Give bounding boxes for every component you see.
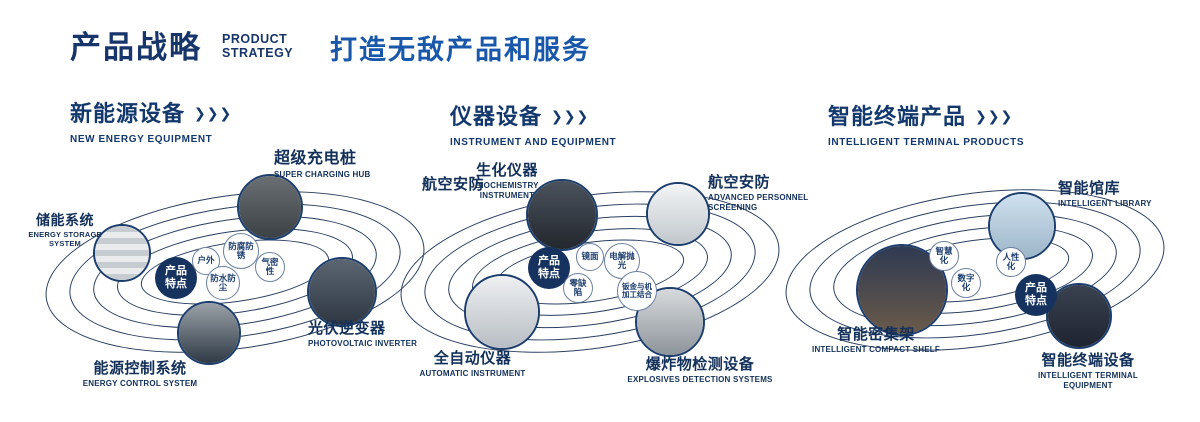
product-name: 能源控制系统 — [93, 360, 187, 377]
triple-chevron-icon: ❯❯❯ — [975, 107, 1014, 124]
page-title-en-line2: STRATEGY — [222, 45, 294, 60]
photovoltaic-inverter-photo — [309, 259, 375, 325]
feature-bubble: 数字化 — [951, 268, 981, 298]
product-name-en: INTELLIGENT TERMINAL EQUIPMENT — [1038, 371, 1138, 391]
terminal-equipment-photo — [1048, 285, 1110, 347]
triple-chevron-icon: ❯❯❯ — [194, 104, 233, 121]
feature-badge-line2: 特点 — [165, 278, 187, 290]
product-circle-energy-storage — [93, 224, 151, 282]
section-subtitle: NEW ENERGY EQUIPMENT — [70, 134, 213, 145]
section-subtitle: INTELLIGENT TERMINAL PRODUCTS — [828, 137, 1025, 148]
product-circle-personnel-screening — [646, 182, 710, 246]
product-name-en: ENERGY CONTROL SYSTEM — [82, 379, 198, 389]
product-name: 全自动仪器 — [433, 350, 512, 367]
product-name: 超级充电桩 — [274, 150, 357, 167]
product-circle-energy-control — [177, 301, 241, 365]
triple-chevron-icon: ❯❯❯ — [551, 107, 590, 124]
super-charging-hub-photo — [239, 176, 301, 238]
feature-bubble: 镜面 — [576, 243, 604, 271]
intelligent-library-photo — [990, 194, 1054, 258]
feature-bubble: 人性化 — [996, 247, 1026, 277]
product-name-en: PHOTOVOLTAIC INVERTER — [308, 339, 418, 349]
product-label-automatic-instrument: 全自动仪器 AUTOMATIC INSTRUMENT — [410, 350, 535, 379]
product-name: 光伏逆变器 — [308, 320, 386, 337]
product-name: 智能终端设备 — [1041, 352, 1135, 369]
feature-badge: 产品 特点 — [155, 257, 197, 299]
section-subtitle: INSTRUMENT AND EQUIPMENT — [450, 137, 617, 148]
section-title: 新能源设备 — [70, 101, 186, 126]
product-label-intelligent-library: 智能馆库 INTELLIGENT LIBRARY — [1058, 180, 1178, 209]
feature-badge: 产品 特点 — [1015, 274, 1057, 316]
section-header-intelligent-terminal: 智能终端产品 ❯❯❯ INTELLIGENT TERMINAL PRODUCTS — [828, 99, 1024, 148]
product-label-terminal-equipment: 智能终端设备 INTELLIGENT TERMINAL EQUIPMENT — [1013, 352, 1163, 391]
product-label-super-charging-hub: 超级充电桩 SUPER CHARGING HUB — [274, 150, 404, 180]
feature-badge-line2: 特点 — [538, 268, 560, 280]
product-name: 智能密集架 — [837, 326, 915, 343]
product-name: 航空安防 — [422, 176, 485, 193]
product-name-en: SUPER CHARGING HUB — [274, 170, 371, 180]
orbit-group-instruments: 生化仪器 BIOCHEMISTRY INSTRUMENT 航空安防 航空安防 A… — [390, 150, 830, 415]
product-name-en: ADVANCED PERSONNEL SCREENING — [708, 193, 809, 213]
product-name-en: ENERGY STORAGE SYSTEM — [28, 230, 102, 249]
feature-bubble: 智慧化 — [929, 241, 959, 271]
feature-badge-line1: 产品 — [165, 265, 187, 278]
product-circle-super-charging-hub — [237, 174, 303, 240]
aviation-security-extra-label: 航空安防 — [422, 176, 502, 193]
page-title: 产品战略 — [70, 30, 202, 65]
product-circle-intelligent-library — [988, 192, 1056, 260]
biochemistry-photo — [528, 181, 596, 249]
section-header-instruments: 仪器设备 ❯❯❯ INSTRUMENT AND EQUIPMENT — [450, 99, 616, 148]
product-label-energy-control: 能源控制系统 ENERGY CONTROL SYSTEM — [60, 360, 220, 389]
product-name-en: EXPLOSIVES DETECTION SYSTEMS — [627, 375, 773, 385]
product-name: 智能馆库 — [1058, 180, 1121, 197]
product-label-compact-shelf: 智能密集架 INTELLIGENT COMPACT SHELF — [806, 326, 946, 355]
slogan: 打造无敌产品和服务 — [330, 35, 591, 65]
product-name: 爆炸物检测设备 — [645, 356, 755, 373]
section-header-new-energy: 新能源设备 ❯❯❯ NEW ENERGY EQUIPMENT — [70, 96, 232, 145]
page-title-en-line1: PRODUCT — [222, 32, 288, 46]
product-label-energy-storage: 储能系统 ENERGY STORAGE SYSTEM — [20, 212, 110, 249]
automatic-instrument-photo — [466, 276, 538, 348]
product-name-en: INTELLIGENT LIBRARY — [1058, 199, 1152, 209]
feature-bubble: 防腐防锈 — [223, 233, 259, 269]
feature-badge-line2: 特点 — [1025, 295, 1047, 307]
product-circle-biochemistry — [526, 179, 598, 251]
product-circle-automatic-instrument — [464, 274, 540, 350]
feature-bubble: 气密性 — [255, 252, 285, 282]
page-title-en: PRODUCT STRATEGY — [222, 32, 294, 60]
section-title: 智能终端产品 — [828, 104, 967, 129]
product-name-en: AUTOMATIC INSTRUMENT — [419, 369, 526, 379]
personnel-screening-photo — [648, 184, 708, 244]
orbit-group-new-energy: 储能系统 ENERGY STORAGE SYSTEM 超级充电桩 SUPER C… — [28, 150, 450, 415]
product-label-biochemistry: 生化仪器 BIOCHEMISTRY INSTRUMENT — [452, 162, 562, 201]
energy-storage-photo — [95, 226, 149, 280]
feature-bubble: 防水防尘 — [206, 266, 240, 300]
feature-badge-line1: 产品 — [1025, 282, 1047, 295]
product-name-en: INTELLIGENT COMPACT SHELF — [812, 345, 940, 355]
product-name: 生化仪器 — [475, 162, 538, 179]
section-title: 仪器设备 — [450, 104, 543, 129]
product-circle-terminal-equipment — [1046, 283, 1112, 349]
product-label-personnel-screening: 航空安防 ADVANCED PERSONNEL SCREENING — [708, 174, 826, 213]
feature-bubble: 钣金与机加工结合 — [617, 271, 657, 311]
product-circle-photovoltaic-inverter — [307, 257, 377, 327]
orbit-group-intelligent-terminal: 智能馆库 INTELLIGENT LIBRARY 智能密集架 INTELLIGE… — [775, 150, 1200, 415]
feature-badge-line1: 产品 — [538, 255, 560, 268]
feature-bubble: 零缺陷 — [563, 273, 593, 303]
energy-control-photo — [179, 303, 239, 363]
product-name-en: BIOCHEMISTRY INSTRUMENT — [475, 181, 539, 201]
product-label-photovoltaic-inverter: 光伏逆变器 PHOTOVOLTAIC INVERTER — [308, 320, 438, 349]
product-name: 航空安防 — [708, 174, 771, 191]
product-name: 储能系统 — [36, 212, 94, 228]
product-label-explosives-detection: 爆炸物检测设备 EXPLOSIVES DETECTION SYSTEMS — [625, 356, 775, 385]
feature-badge: 产品 特点 — [528, 247, 570, 289]
